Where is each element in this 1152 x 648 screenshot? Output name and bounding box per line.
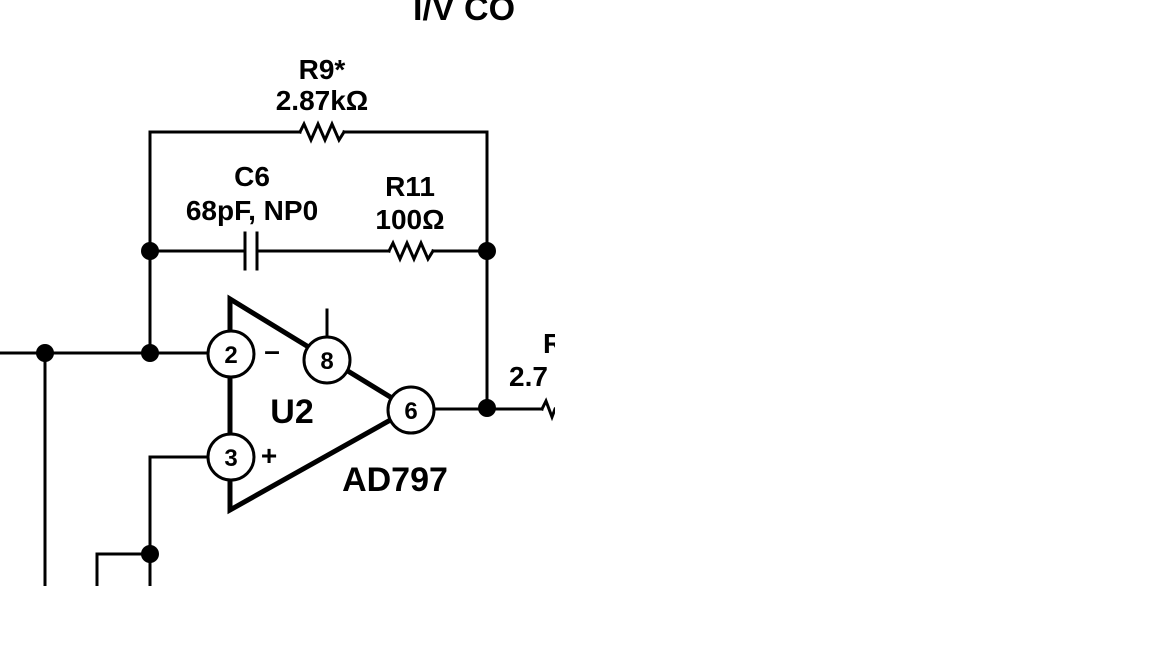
pin-6-circle [386, 385, 436, 435]
junctions [36, 242, 496, 563]
input-wiring [0, 351, 209, 587]
r9-wire-left [148, 130, 302, 355]
junction-input-feedback [141, 344, 159, 362]
inverting-symbol: – [264, 335, 280, 366]
crop-mask-right [555, 0, 1152, 648]
r9-wire-right [342, 130, 489, 410]
pin-6-label: 6 [404, 398, 417, 425]
junction-r11-right [478, 242, 496, 260]
pin-8-label: 8 [320, 348, 333, 375]
junction-input-left [36, 344, 54, 362]
noninverting-input-wire [148, 455, 209, 587]
pin-3-label: 3 [224, 445, 237, 472]
r-out-value-label: 2.7 [509, 361, 548, 392]
lower-branch-wire [95, 552, 152, 587]
c6-value-label: 68pF, NP0 [186, 195, 318, 226]
r9-resistor [297, 120, 347, 144]
r9-value-label: 2.87kΩ [276, 85, 369, 116]
junction-c6-left [141, 242, 159, 260]
pin-2-label: 2 [224, 342, 237, 369]
feedback-network [148, 120, 489, 410]
noninverting-symbol: + [261, 440, 277, 471]
junction-lower [141, 545, 159, 563]
opamp-part-label: AD797 [342, 461, 448, 499]
opamp-ref-label: U2 [270, 393, 313, 431]
r11-value-label: 100Ω [375, 204, 444, 235]
junction-output [478, 399, 496, 417]
r11-resistor [386, 239, 436, 263]
pin-8-circle [302, 335, 352, 385]
opamp-u2: 2 3 8 6 – + U2 AD797 [206, 294, 448, 515]
component-labels: R9* 2.87kΩ C6 68pF, NP0 R11 100Ω R 2.7 [186, 54, 563, 392]
r-out-resistor-partial [539, 397, 557, 422]
r9-ref-label: R9* [299, 54, 346, 85]
c6-ref-label: C6 [234, 161, 270, 192]
crop-mask-bottom [0, 586, 1152, 648]
pin-2-circle [206, 329, 256, 379]
diagram-title: I/V CO [413, 0, 515, 28]
pin-3-circle [206, 432, 256, 482]
r11-ref-label: R11 [385, 171, 435, 202]
